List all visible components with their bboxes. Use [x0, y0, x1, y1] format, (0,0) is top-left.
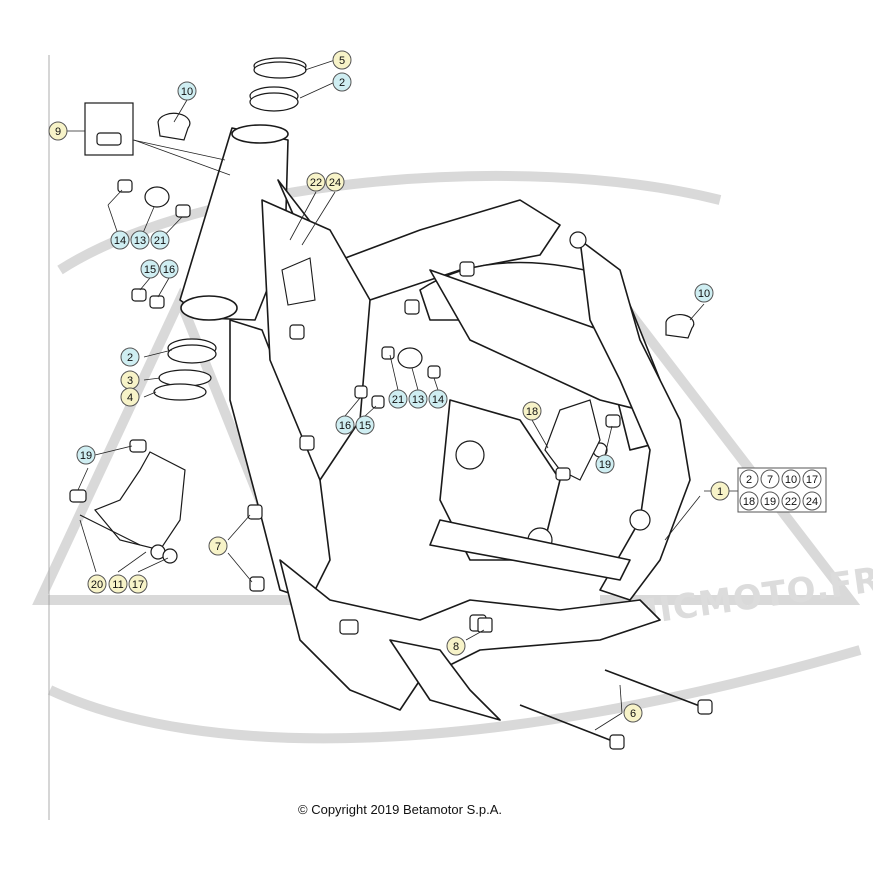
- callout-1: 1: [710, 481, 730, 501]
- callout-label: 19: [599, 459, 611, 471]
- callout-label: 22: [310, 177, 322, 189]
- callout-label: 20: [91, 579, 103, 591]
- callout-14: 14: [110, 230, 130, 250]
- frame-drawing: [179, 124, 691, 721]
- callout-label: 8: [453, 641, 459, 653]
- callout-label: 24: [329, 177, 341, 189]
- callout-label: 14: [432, 394, 444, 406]
- engine-mount-plate-left: [94, 451, 186, 551]
- callout-8: 8: [446, 636, 466, 656]
- callout-label: 5: [339, 55, 345, 67]
- callout-label: 21: [392, 394, 404, 406]
- engine-mount-plate-right: [544, 399, 601, 481]
- callout-3: 3: [120, 370, 140, 390]
- callout-label: 17: [132, 579, 144, 591]
- callout-label: 10: [181, 86, 193, 98]
- leader-lines: [67, 59, 738, 731]
- callout-24: 24: [325, 172, 345, 192]
- kit-item-24: 24: [802, 491, 822, 511]
- kit-item-label: 24: [806, 496, 818, 508]
- callout-13: 13: [408, 389, 428, 409]
- kit-item-18: 18: [739, 491, 759, 511]
- kit-item-label: 18: [743, 496, 755, 508]
- callout-label: 16: [339, 420, 351, 432]
- callout-label: 19: [80, 450, 92, 462]
- kit-item-label: 10: [785, 474, 797, 486]
- callout-label: 1: [717, 486, 723, 498]
- clamp-10-right: [665, 314, 695, 339]
- callout-2: 2: [120, 347, 140, 367]
- callout-11: 11: [108, 574, 128, 594]
- callout-label: 10: [698, 288, 710, 300]
- callout-label: 15: [144, 264, 156, 276]
- lower-cradle-front: [389, 639, 501, 721]
- callout-4: 4: [120, 387, 140, 407]
- callout-18: 18: [522, 401, 542, 421]
- callout-21: 21: [388, 389, 408, 409]
- callout-label: 4: [127, 392, 133, 404]
- callout-13: 13: [130, 230, 150, 250]
- seal-4: [153, 383, 207, 401]
- kit-item-22: 22: [781, 491, 801, 511]
- callout-15: 15: [355, 415, 375, 435]
- callout-label: 2: [127, 352, 133, 364]
- kit-item-label: 2: [746, 474, 752, 486]
- callout-label: 15: [359, 420, 371, 432]
- lower-cradle: [279, 559, 661, 711]
- kit-item-label: 19: [764, 496, 776, 508]
- callout-label: 9: [55, 126, 61, 138]
- callout-label: 13: [412, 394, 424, 406]
- callout-16: 16: [159, 259, 179, 279]
- callout-19: 19: [595, 454, 615, 474]
- kit-item-2: 2: [739, 469, 759, 489]
- steering-head-tube: [179, 127, 289, 321]
- copyright-notice: © Copyright 2019 Betamotor S.p.A.: [298, 802, 502, 817]
- callout-21: 21: [150, 230, 170, 250]
- callout-19: 19: [76, 445, 96, 465]
- bottom-crossmember: [429, 519, 631, 581]
- kit-item-17: 17: [802, 469, 822, 489]
- callout-label: 14: [114, 235, 126, 247]
- clamp-10-left: [157, 112, 191, 141]
- kit-item-10: 10: [781, 469, 801, 489]
- callout-10: 10: [177, 81, 197, 101]
- lock-kit-box: [84, 102, 134, 156]
- callout-label: 11: [112, 579, 123, 591]
- kit-item-label: 17: [806, 474, 818, 486]
- callout-14: 14: [428, 389, 448, 409]
- callout-label: 3: [127, 375, 133, 387]
- callout-16: 16: [335, 415, 355, 435]
- callout-17: 17: [128, 574, 148, 594]
- callout-label: 13: [134, 235, 146, 247]
- callout-label: 2: [339, 77, 345, 89]
- callout-label: 21: [154, 235, 166, 247]
- callout-5: 5: [332, 50, 352, 70]
- callout-20: 20: [87, 574, 107, 594]
- callout-15: 15: [140, 259, 160, 279]
- kit-item-label: 22: [785, 496, 797, 508]
- callout-label: 7: [215, 541, 221, 553]
- kit-box: 2 7 10 17 18 19 22 24: [737, 467, 827, 513]
- kit-item-19: 19: [760, 491, 780, 511]
- callout-9: 9: [48, 121, 68, 141]
- kit-item-label: 7: [767, 474, 773, 486]
- callout-10: 10: [694, 283, 714, 303]
- callout-6: 6: [623, 703, 643, 723]
- right-rail: [579, 239, 691, 601]
- small-parts: [69, 57, 713, 750]
- callout-label: 6: [630, 708, 636, 720]
- callout-label: 18: [526, 406, 538, 418]
- callout-7: 7: [208, 536, 228, 556]
- callout-22: 22: [306, 172, 326, 192]
- kit-item-7: 7: [760, 469, 780, 489]
- callout-2: 2: [332, 72, 352, 92]
- callout-label: 16: [163, 264, 175, 276]
